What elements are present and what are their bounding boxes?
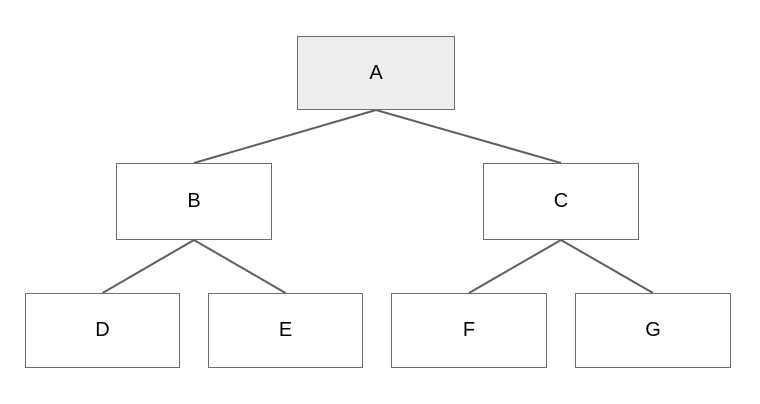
edge-A-B — [193, 109, 377, 164]
node-A[interactable]: A — [297, 36, 455, 110]
edge-B-E — [193, 239, 287, 294]
node-D[interactable]: D — [25, 293, 180, 368]
node-F[interactable]: F — [391, 293, 547, 368]
node-G[interactable]: G — [575, 293, 731, 368]
node-E[interactable]: E — [208, 293, 363, 368]
node-C[interactable]: C — [483, 163, 639, 240]
edge-A-C — [375, 109, 562, 164]
edge-C-F — [468, 239, 562, 294]
edge-C-G — [560, 239, 654, 294]
node-B[interactable]: B — [116, 163, 272, 240]
edge-B-D — [101, 239, 195, 294]
